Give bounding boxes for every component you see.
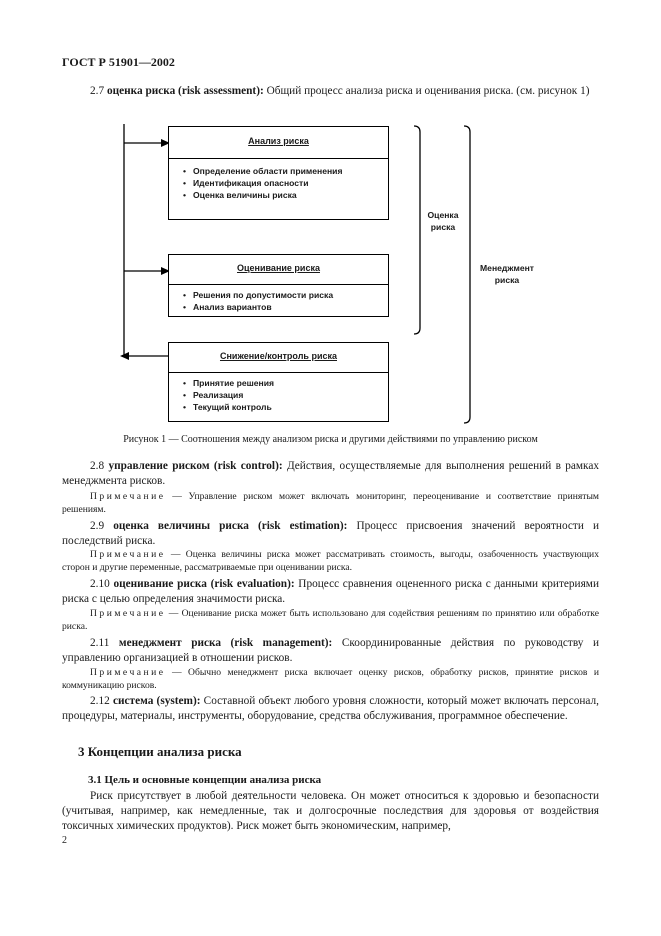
definition-term: оценка величины риска (risk estimation): (113, 520, 348, 532)
definition-text: Процесс присвоения значений вероятности … (62, 520, 600, 547)
list-item: Реализация (183, 389, 373, 401)
list-item: Анализ вариантов (183, 301, 378, 313)
section-3-1-heading: 3.1 Цель и основные концепции анализа ри… (88, 774, 322, 786)
note-text: — Обычно менеджмент риска включает оценк… (62, 667, 599, 691)
brace-management (463, 125, 471, 424)
definition-number: 2.10 (90, 578, 110, 590)
definition-number: 2.8 (90, 460, 105, 472)
list-item: Текущий контроль (183, 401, 373, 413)
arrow-head-2 (161, 267, 170, 275)
label-risk-assessment: Оценка риска (427, 210, 459, 232)
definition-text: Скоординированные действия по руководств… (62, 637, 599, 664)
definition-text: Процесс сравнения оцененного риска с дан… (62, 578, 599, 605)
list-item: Оценка величины риска (183, 189, 373, 201)
arrow-head-3 (120, 352, 129, 360)
definition-text: Составной объект любого уровня сложности… (62, 695, 599, 722)
definition-text: Общий процесс анализа риска и оценивания… (266, 85, 590, 97)
list-item: Принятие решения (183, 377, 373, 389)
box-divider (169, 284, 388, 285)
box-divider (169, 158, 388, 159)
note-text: — Оценка величины риска может рассматрив… (62, 549, 599, 573)
definition-term: система (system): (112, 695, 201, 707)
definition-term: оценка риска (risk assessment): (106, 85, 264, 97)
box-risk-reduction: Снижение/контроль риска Принятие решения… (168, 342, 389, 422)
definition-number: 2.7 (90, 85, 105, 97)
definition-2-12: 2.12 система (system): Составной объект … (62, 694, 599, 724)
definition-2-7: 2.7 оценка риска (risk assessment): Общи… (62, 84, 599, 99)
section-3-heading: 3 Концепции анализа риска (78, 744, 242, 759)
document-header: ГОСТ Р 51901—2002 (62, 55, 175, 69)
note-label: Примечание (90, 608, 166, 619)
note-2-10: Примечание — Оценивание риска может быть… (62, 607, 599, 633)
figure-caption: Рисунок 1 — Соотношения между анализом р… (123, 434, 538, 445)
arrow-head-1 (161, 139, 170, 147)
page-number: 2 (62, 835, 67, 846)
box-risk-analysis: Анализ риска Определение области примене… (168, 126, 389, 220)
list-item: Решения по допустимости риска (183, 289, 378, 301)
box-divider (169, 372, 388, 373)
brace-assessment (413, 125, 421, 335)
list-item: Идентификация опасности (183, 177, 373, 189)
note-label: Примечание (90, 549, 166, 560)
box-risk-evaluation: Оценивание риска Решения по допустимости… (168, 254, 389, 317)
note-label: Примечание (90, 667, 166, 678)
definition-2-11: 2.11 менеджмент риска (risk management):… (62, 636, 599, 666)
note-text: — Оценивание риска может быть использова… (62, 608, 599, 632)
note-text: — Управление риском может включать монит… (62, 491, 599, 515)
label-risk-management: Менеджмент риска (480, 263, 534, 285)
list-item: Определение области применения (183, 165, 373, 177)
note-label: Примечание (90, 491, 166, 502)
definition-text: Действия, осуществляемые для выполнения … (62, 460, 600, 487)
box-list: Определение области применения Идентифик… (183, 165, 373, 201)
definition-number: 2.12 (90, 695, 110, 707)
definition-term: управление риском (risk control): (108, 460, 283, 472)
definition-term: менеджмент риска (risk management): (118, 637, 333, 649)
section-3-1-paragraph: Риск присутствует в любой деятельности ч… (62, 790, 599, 832)
box-title: Снижение/контроль риска (219, 351, 337, 361)
definition-2-10: 2.10 оценивание риска (risk evaluation):… (62, 577, 599, 607)
definition-number: 2.11 (90, 637, 110, 649)
box-title: Анализ риска (248, 136, 309, 146)
definition-number: 2.9 (90, 520, 105, 532)
risk-diagram-lines (120, 124, 471, 424)
note-2-8: Примечание — Управление риском может вкл… (62, 490, 599, 516)
note-2-11: Примечание — Обычно менеджмент риска вкл… (62, 666, 599, 692)
definition-2-9: 2.9 оценка величины риска (risk estimati… (62, 519, 599, 549)
box-list: Решения по допустимости риска Анализ вар… (183, 289, 378, 313)
box-list: Принятие решения Реализация Текущий конт… (183, 377, 373, 413)
box-title: Оценивание риска (237, 263, 320, 273)
definition-2-8: 2.8 управление риском (risk control): Де… (62, 459, 599, 489)
definition-term: оценивание риска (risk evaluation): (113, 578, 295, 590)
note-2-9: Примечание — Оценка величины риска может… (62, 548, 599, 574)
